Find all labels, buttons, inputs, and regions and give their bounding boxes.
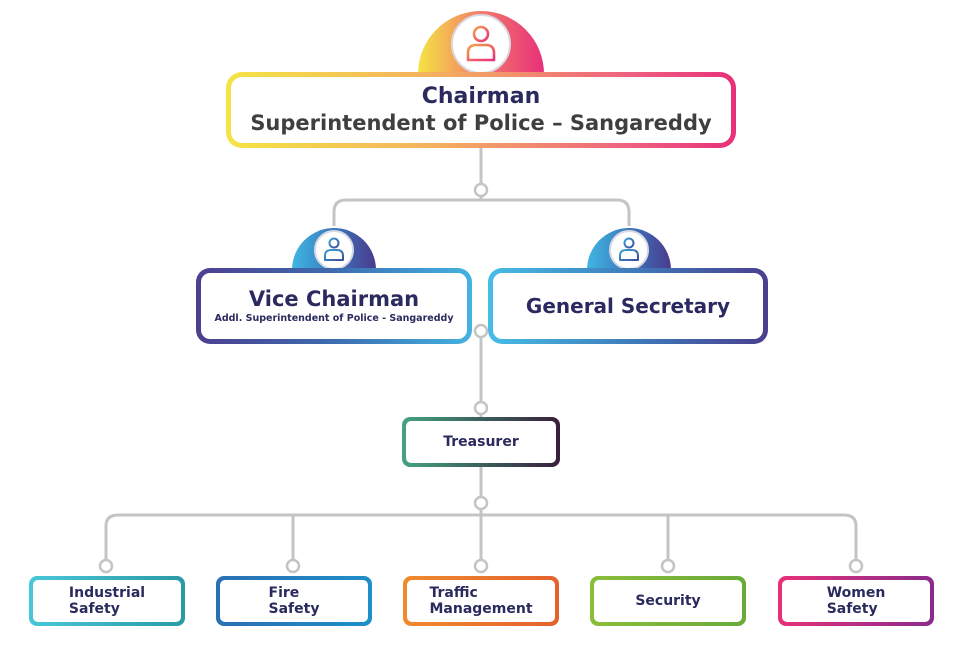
connector-branch-top (332, 198, 631, 226)
department-node-industrial-safety: Industrial Safety (29, 576, 185, 626)
junction-dots (98, 182, 864, 574)
person-icon (466, 25, 496, 62)
junction-dot (473, 182, 489, 198)
department-label: Industrial Safety (68, 585, 146, 617)
department-label: Fire Safety (268, 585, 320, 617)
general-secretary-title: General Secretary (525, 294, 731, 318)
chairman-node: Chairman Superintendent of Police – Sang… (226, 72, 736, 148)
junction-dot (473, 400, 489, 416)
chairman-subtitle: Superintendent of Police – Sangareddy (250, 111, 712, 135)
junction-dot (660, 558, 676, 574)
connector-lines (104, 148, 858, 562)
treasurer-node: Treasurer (402, 417, 560, 467)
vice-chairman-title: Vice Chairman (248, 287, 420, 311)
junction-dot (473, 558, 489, 574)
department-node-security: Security (590, 576, 746, 626)
treasurer-title: Treasurer (443, 434, 519, 450)
junction-dot (848, 558, 864, 574)
vice-chairman-subtitle: Addl. Superintendent of Police - Sangare… (214, 313, 454, 324)
chairman-title: Chairman (421, 84, 541, 109)
department-label: Traffic Management (429, 585, 533, 617)
junction-dot (98, 558, 114, 574)
department-label: Women Safety (826, 585, 886, 617)
vice-chairman-node: Vice Chairman Addl. Superintendent of Po… (196, 268, 472, 344)
department-label: Security (635, 593, 701, 609)
department-node-fire-safety: Fire Safety (216, 576, 372, 626)
department-node-traffic-management: Traffic Management (403, 576, 559, 626)
general-secretary-node: General Secretary (488, 268, 768, 344)
person-icon (324, 237, 344, 261)
person-icon (619, 237, 639, 261)
junction-dot (473, 323, 489, 339)
department-node-women-safety: Women Safety (778, 576, 934, 626)
junction-dot (473, 495, 489, 511)
junction-dot (285, 558, 301, 574)
